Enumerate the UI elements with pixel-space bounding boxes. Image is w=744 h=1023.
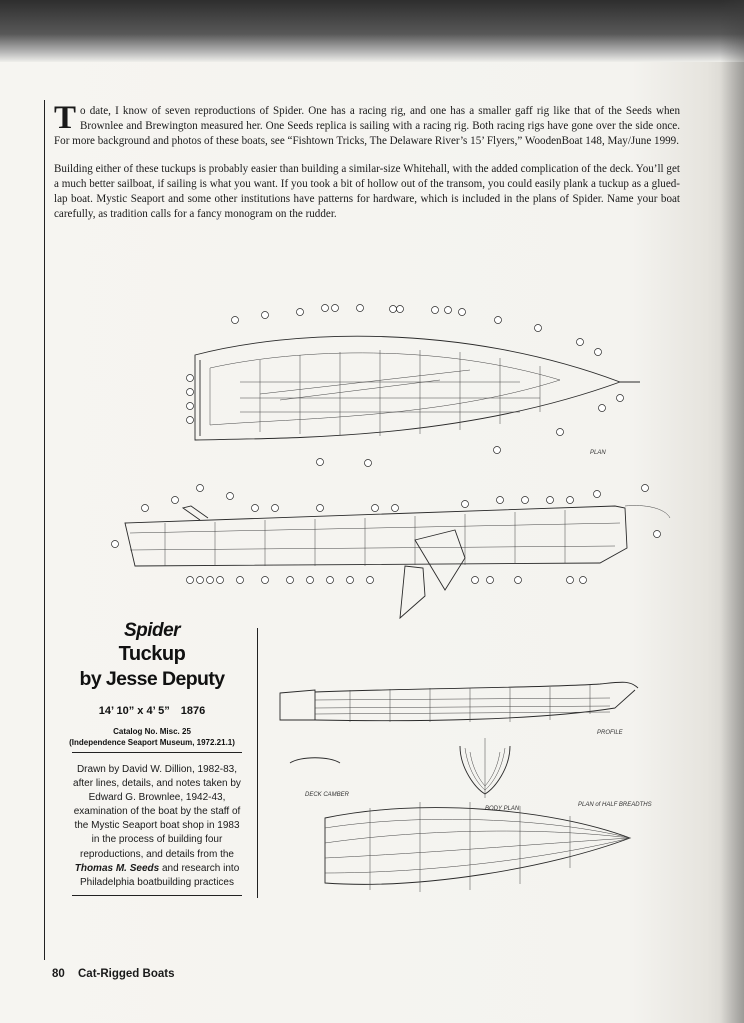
divider-rule [257,628,258,898]
transom-profile [279,689,316,721]
intro-paragraph-2: Building either of these tuckups is prob… [54,162,680,221]
deck-camber-label: DECK CAMBER [305,792,350,798]
plan-label: PLAN [590,450,606,456]
drop-cap: T [54,100,77,136]
plan-view-drawing: PLAN [186,304,640,467]
boat-type: Tuckup [118,643,186,665]
lines-drawing: PROFILE DECK CAMBER BODY PLAN PLAN of HA… [279,681,652,892]
plan-title-block: Spider Tuckup by Jesse Deputy 14’ 10” x … [52,620,252,748]
dimensions-line: 14’ 10” x 4’ 5” 1876 [98,705,206,717]
half-breadth-label: PLAN of HALF BREADTHS [578,802,652,808]
catalog-info: Catalog No. Misc. 25 (Independence Seapo… [69,727,235,747]
book-title: Cat-Rigged Boats [78,968,175,980]
left-rule [44,100,45,960]
drawing-credit: Drawn by David W. Dillion, 1982-83, afte… [73,764,241,888]
hull-outline-plan [194,335,622,441]
binding-shadow [720,0,744,1023]
seeds-name: Thomas M. Seeds [74,862,160,874]
cockpit-coaming [209,352,561,426]
rudder [399,565,426,620]
hull-outline-profile [124,505,628,567]
page-number: 80 [52,968,65,980]
profile-view-drawing [111,484,671,620]
centerboard [414,529,466,591]
designer: by Jesse Deputy [79,668,226,690]
boat-name: Spider [123,620,181,641]
profile-label: PROFILE [597,730,624,736]
page-footer: 80 Cat-Rigged Boats [52,968,174,980]
credit-top-rule [72,752,242,753]
deck-camber-curve [289,757,341,764]
half-breadth-outline [324,807,632,885]
scan-top-shadow [0,0,744,62]
body-plan-label: BODY PLAN [485,806,520,812]
credit-bottom-rule [72,895,242,896]
